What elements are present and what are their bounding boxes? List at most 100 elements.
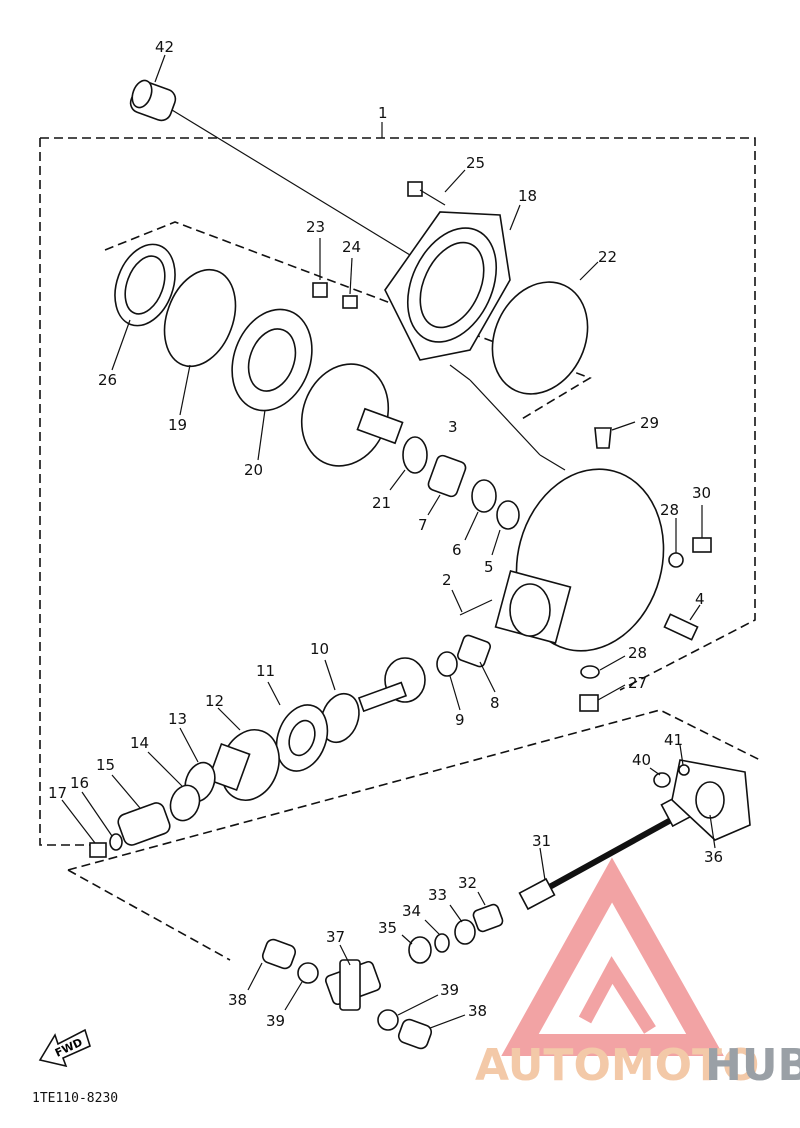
label-24: 24 bbox=[342, 238, 361, 256]
part-38-bearing-b bbox=[397, 1018, 433, 1050]
label-11: 11 bbox=[256, 662, 275, 680]
leader-14 bbox=[147, 751, 183, 787]
label-6: 6 bbox=[452, 541, 462, 559]
leader-15 bbox=[111, 774, 141, 809]
part-14-oil-seal bbox=[169, 784, 201, 822]
leader-27 bbox=[597, 684, 626, 701]
label-28-upper: 28 bbox=[660, 501, 679, 519]
label-32: 32 bbox=[458, 874, 477, 892]
label-4: 4 bbox=[695, 590, 705, 608]
leader-39a bbox=[284, 981, 303, 1011]
sub-boundary-shaft bbox=[67, 709, 761, 961]
label-36: 36 bbox=[704, 848, 723, 866]
watermark-logo bbox=[501, 857, 724, 1056]
part-8-bearing bbox=[457, 634, 491, 668]
leader-2 bbox=[451, 589, 463, 613]
leader-39b bbox=[397, 994, 439, 1016]
label-20: 20 bbox=[244, 461, 263, 479]
leader-33 bbox=[449, 904, 463, 923]
label-39-left: 39 bbox=[266, 1012, 285, 1030]
part-17-nut bbox=[89, 842, 107, 858]
part-37-universal-joint bbox=[324, 959, 382, 1011]
part-5-collar bbox=[496, 500, 520, 530]
part-39-circlip-b bbox=[377, 1009, 399, 1031]
part-41-washer bbox=[678, 764, 690, 776]
label-22: 22 bbox=[598, 248, 617, 266]
label-21: 21 bbox=[372, 494, 391, 512]
part-28-washer-b bbox=[580, 665, 600, 679]
label-31: 31 bbox=[532, 832, 551, 850]
leader-37 bbox=[339, 944, 351, 966]
label-25: 25 bbox=[466, 154, 485, 172]
label-5: 5 bbox=[484, 558, 494, 576]
leader-20 bbox=[257, 409, 266, 461]
label-33: 33 bbox=[428, 886, 447, 904]
leader-10 bbox=[324, 659, 336, 691]
label-8: 8 bbox=[490, 694, 500, 712]
leader-25 bbox=[444, 169, 466, 193]
leader-34 bbox=[424, 919, 441, 936]
label-28-lower: 28 bbox=[628, 644, 647, 662]
part-15-coupling bbox=[117, 802, 171, 846]
part-36-spring-flange bbox=[671, 759, 751, 841]
leader-32 bbox=[477, 891, 486, 906]
leader-16 bbox=[81, 791, 113, 837]
part-39-circlip-a bbox=[297, 962, 319, 984]
part-34-washer bbox=[434, 933, 450, 953]
label-42: 42 bbox=[155, 38, 174, 56]
label-30: 30 bbox=[692, 484, 711, 502]
label-27: 27 bbox=[628, 674, 647, 692]
part-20-bearing bbox=[231, 308, 313, 412]
leader-18 bbox=[509, 204, 521, 231]
part-19-o-ring bbox=[163, 268, 237, 368]
ring-gear bbox=[300, 363, 404, 467]
part-6-shim bbox=[471, 479, 497, 513]
part-18-cover bbox=[384, 211, 511, 361]
part-3-stud-b bbox=[539, 454, 566, 471]
leader-4 bbox=[689, 604, 701, 621]
part-24-washer bbox=[342, 295, 358, 309]
label-41: 41 bbox=[664, 731, 683, 749]
part-2-stud bbox=[459, 599, 493, 616]
part-4-dowel bbox=[663, 613, 699, 641]
part-27-plug bbox=[579, 694, 599, 712]
watermark-auto: AUTOMOTO bbox=[475, 1040, 759, 1091]
label-1: 1 bbox=[378, 104, 388, 122]
leader-36 bbox=[709, 814, 716, 849]
assembly-boundary bbox=[39, 137, 756, 846]
label-7: 7 bbox=[418, 516, 428, 534]
part-28-washer-a bbox=[668, 552, 684, 568]
part-35-collar bbox=[408, 936, 432, 964]
leader-17 bbox=[61, 799, 96, 844]
leader-22 bbox=[579, 261, 599, 281]
leader-42 bbox=[171, 109, 411, 256]
label-37: 37 bbox=[326, 928, 345, 946]
leader-13 bbox=[179, 727, 199, 763]
label-3: 3 bbox=[448, 418, 458, 436]
leader-31 bbox=[539, 847, 546, 881]
leader-42-label bbox=[154, 54, 166, 83]
label-15: 15 bbox=[96, 756, 115, 774]
part-16-washer bbox=[109, 833, 123, 851]
part-3-stud-a bbox=[449, 364, 471, 381]
part-22-o-ring bbox=[491, 281, 589, 395]
leader-38a bbox=[247, 962, 263, 991]
part-25-bolt bbox=[407, 181, 446, 206]
leader-35 bbox=[401, 934, 413, 945]
leader-8 bbox=[479, 661, 496, 693]
label-18: 18 bbox=[518, 187, 537, 205]
leader-26 bbox=[111, 319, 131, 371]
label-38-left: 38 bbox=[228, 991, 247, 1009]
part-21-shim bbox=[402, 436, 428, 474]
part-40-nut bbox=[653, 772, 671, 788]
part-7-bearing bbox=[427, 454, 467, 498]
leader-3 bbox=[469, 379, 541, 456]
label-34: 34 bbox=[402, 902, 421, 920]
part-33-shim bbox=[454, 919, 476, 945]
label-26: 26 bbox=[98, 371, 117, 389]
leader-21 bbox=[389, 469, 406, 491]
part-38-bearing-a bbox=[261, 938, 297, 970]
label-13: 13 bbox=[168, 710, 187, 728]
drawing-code: 1TE110-8230 bbox=[32, 1091, 118, 1106]
